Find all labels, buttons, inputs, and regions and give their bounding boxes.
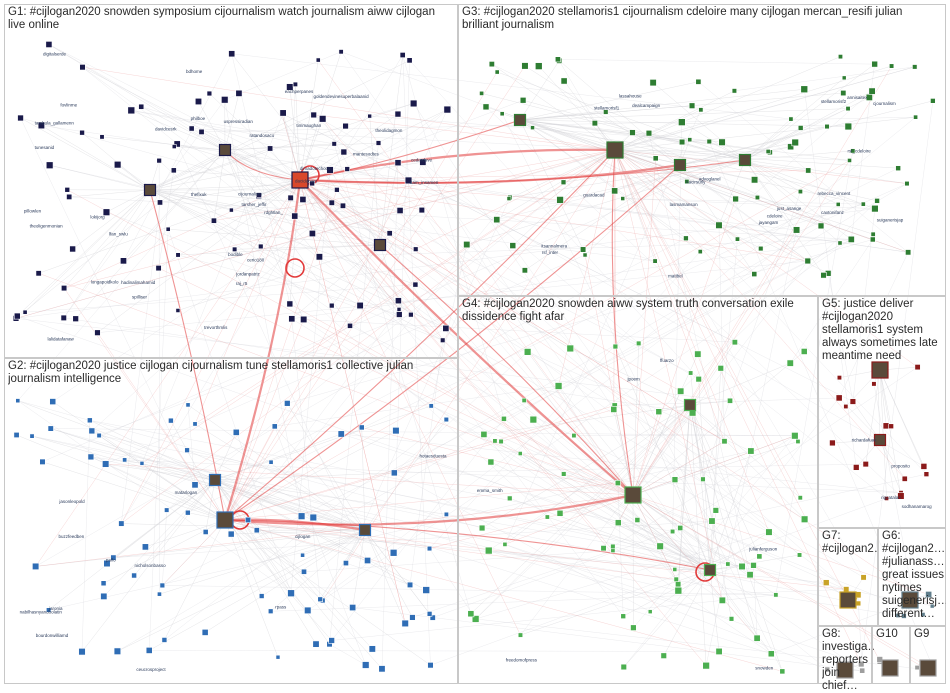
group-panel-g7: G7: #cijlogan2… [818, 528, 878, 626]
group-panel-g10: G10 [872, 626, 910, 684]
group-title-g3: G3: #cijlogan2020 stellamoris1 cijournal… [462, 6, 942, 32]
group-panel-g5: G5: justice deliver #cijlogan2020 stella… [818, 296, 946, 528]
group-panel-g6: G6: #cijlogan2… #julianass… great issues… [878, 528, 946, 626]
group-title-g6: G6: #cijlogan2… #julianass… great issues… [882, 530, 946, 621]
group-title-g7: G7: #cijlogan2… [822, 530, 878, 556]
group-panel-g3: G3: #cijlogan2020 stellamoris1 cijournal… [458, 4, 946, 296]
group-title-g4: G4: #cijlogan2020 snowden aiww system tr… [462, 298, 812, 324]
group-title-g1: G1: #cijlogan2020 snowden symposium cijo… [8, 6, 454, 32]
group-title-g5: G5: justice deliver #cijlogan2020 stella… [822, 298, 944, 363]
group-panel-g9: G9 [910, 626, 946, 684]
group-panel-g8: G8: investiga… reporters join chief… [818, 626, 872, 684]
group-panel-g2: G2: #cijlogan2020 justice cijlogan cijou… [4, 358, 458, 684]
group-title-g9: G9 [914, 628, 946, 641]
group-panel-g1: G1: #cijlogan2020 snowden symposium cijo… [4, 4, 458, 358]
group-title-g8: G8: investiga… reporters join chief… [822, 628, 874, 693]
group-title-g2: G2: #cijlogan2020 justice cijlogan cijou… [8, 360, 454, 386]
group-title-g10: G10 [876, 628, 910, 641]
group-panel-g4: G4: #cijlogan2020 snowden aiww system tr… [458, 296, 818, 684]
